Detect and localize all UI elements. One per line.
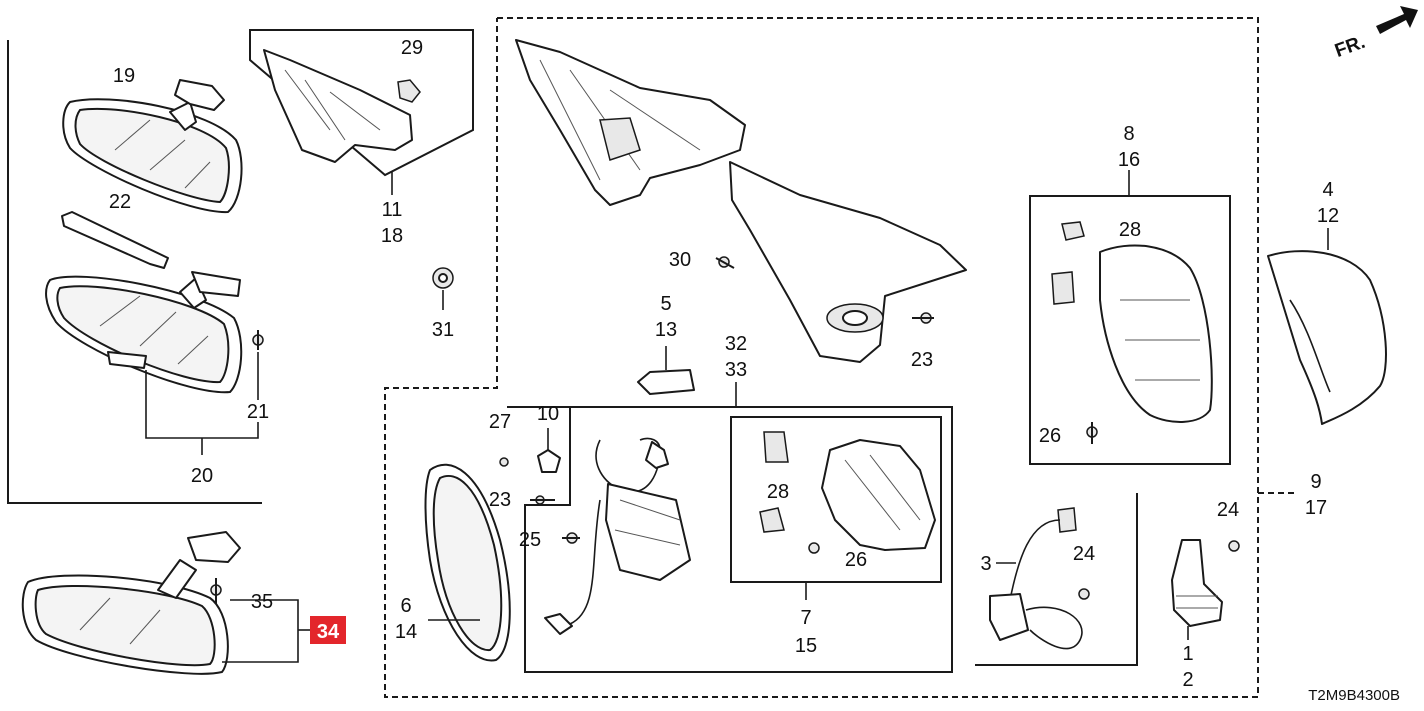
mirror-motor-7 xyxy=(759,431,936,554)
callout-4: 4 xyxy=(1322,179,1333,201)
callout-10: 10 xyxy=(537,403,559,425)
callout-20: 20 xyxy=(191,465,213,487)
callout-24-lower: 24 xyxy=(1073,543,1095,565)
clip-5 xyxy=(637,369,695,395)
triangle-garnish-11 xyxy=(263,49,421,163)
callout-14: 14 xyxy=(395,621,417,643)
callout-2: 2 xyxy=(1182,669,1193,691)
callout-23-left: 23 xyxy=(489,489,511,511)
screw-25 xyxy=(562,532,580,544)
callout-5: 5 xyxy=(660,293,671,315)
callout-26-upper: 26 xyxy=(1039,425,1061,447)
screw-23-right xyxy=(912,312,934,324)
wire-harness-3 xyxy=(989,507,1090,650)
callout-26-lower: 26 xyxy=(845,549,867,571)
group-frames xyxy=(7,17,1296,698)
turn-signal-1 xyxy=(1171,539,1240,627)
callout-35: 35 xyxy=(251,591,273,613)
mirror-actuator-harness xyxy=(544,437,691,635)
callout-23-right: 23 xyxy=(911,349,933,371)
mirror-housing-8 xyxy=(1051,221,1213,444)
callout-29: 29 xyxy=(401,37,423,59)
callout-27: 27 xyxy=(489,411,511,433)
grommet-31 xyxy=(432,267,454,289)
callout-1: 1 xyxy=(1182,643,1193,665)
callout-34: 34 xyxy=(317,621,340,643)
mirror-cover-skull xyxy=(729,161,967,363)
callout-17: 17 xyxy=(1305,497,1327,519)
front-direction-arrow xyxy=(1376,6,1418,34)
callout-32: 32 xyxy=(725,333,747,355)
callout-24-upper: 24 xyxy=(1217,499,1239,521)
highlight-box-34 xyxy=(310,616,346,644)
callout-19: 19 xyxy=(113,65,135,87)
callout-6: 6 xyxy=(400,595,411,617)
callout-33: 33 xyxy=(725,359,747,381)
mirror-cover-strip-22 xyxy=(61,211,169,269)
rearview-mirror-20 xyxy=(45,271,264,394)
callout-25: 25 xyxy=(519,529,541,551)
callout-7: 7 xyxy=(800,607,811,629)
callout-28-upper: 28 xyxy=(1119,219,1141,241)
callout-9: 9 xyxy=(1310,471,1321,493)
screw-23-left xyxy=(530,495,555,505)
callout-11: 11 xyxy=(382,199,403,221)
callout-31: 31 xyxy=(432,319,454,341)
screw-27 xyxy=(499,457,509,467)
mirror-glass-6 xyxy=(424,463,511,662)
callout-13: 13 xyxy=(655,319,677,341)
direction-marker: FR. xyxy=(1332,32,1368,62)
callout-3: 3 xyxy=(980,553,991,575)
callout-8: 8 xyxy=(1123,123,1134,145)
mirror-base-upper xyxy=(515,39,746,206)
callout-16: 16 xyxy=(1118,149,1140,171)
callout-12: 12 xyxy=(1317,205,1339,227)
callout-30: 30 xyxy=(669,249,691,271)
callout-21: 21 xyxy=(247,401,269,423)
mirror-cap-4 xyxy=(1267,250,1387,425)
screw-30 xyxy=(715,256,735,269)
callout-labels: 19 22 21 20 29 11 18 31 30 5 13 32 33 23… xyxy=(109,37,1339,691)
rearview-mirror-19 xyxy=(62,79,243,214)
callout-18: 18 xyxy=(381,225,403,247)
callout-28-lower: 28 xyxy=(767,481,789,503)
callout-15: 15 xyxy=(795,635,817,657)
diagram-code: T2M9B4300B xyxy=(1308,687,1400,704)
callout-22: 22 xyxy=(109,191,131,213)
bracket-10 xyxy=(537,449,561,473)
rearview-mirror-34 xyxy=(21,531,241,675)
